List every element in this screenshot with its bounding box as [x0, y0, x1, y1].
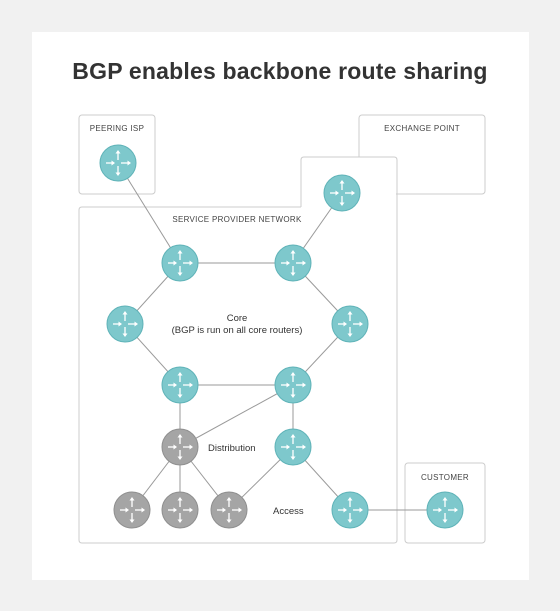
- distribution-label: Distribution: [208, 443, 256, 454]
- router-circle: [323, 174, 361, 212]
- router-circle: [161, 428, 199, 466]
- access-label: Access: [273, 506, 304, 517]
- router-circle: [161, 244, 199, 282]
- router-circle: [274, 428, 312, 466]
- router-circle: [99, 144, 137, 182]
- customer-box: [404, 462, 486, 544]
- router-arrows-icon: [168, 372, 193, 398]
- router-core-right: [331, 305, 369, 343]
- router-circle: [210, 491, 248, 529]
- router-access-gray-3: [210, 491, 248, 529]
- router-arrows-icon: [217, 497, 242, 523]
- exchange-router-tab: [300, 156, 398, 207]
- router-arrows-icon: [281, 250, 306, 276]
- router-customer: [426, 491, 464, 529]
- router-arrows-icon: [168, 497, 193, 523]
- router-arrows-icon: [330, 180, 355, 206]
- router-circle: [426, 491, 464, 529]
- router-arrows-icon: [338, 311, 363, 337]
- service-provider-box: [78, 206, 398, 544]
- router-arrows-icon: [281, 434, 306, 460]
- router-arrows-icon: [113, 311, 138, 337]
- router-access-teal: [331, 491, 369, 529]
- router-exchange: [323, 174, 361, 212]
- router-circle: [161, 491, 199, 529]
- router-access-gray-2: [161, 491, 199, 529]
- router-core-left: [106, 305, 144, 343]
- router-arrows-icon: [338, 497, 363, 523]
- exchange-point-label: EXCHANGE POINT: [384, 124, 460, 133]
- router-arrows-icon: [168, 434, 193, 460]
- diagram-title: BGP enables backbone route sharing: [72, 58, 488, 84]
- router-core-bottom-left: [161, 366, 199, 404]
- router-arrows-icon: [168, 250, 193, 276]
- router-core-bottom-right: [274, 366, 312, 404]
- router-core-top-left: [161, 244, 199, 282]
- router-circle: [106, 305, 144, 343]
- router-arrows-icon: [433, 497, 458, 523]
- service-provider-label: SERVICE PROVIDER NETWORK: [172, 215, 302, 224]
- router-core-top-right: [274, 244, 312, 282]
- peering-isp-label: PEERING ISP: [90, 124, 144, 133]
- router-arrows-icon: [281, 372, 306, 398]
- router-circle: [274, 244, 312, 282]
- core-label: Core: [227, 313, 248, 324]
- router-circle: [274, 366, 312, 404]
- router-circle: [331, 491, 369, 529]
- peering-isp-box: [78, 114, 156, 195]
- exchange-point-box: [358, 114, 486, 195]
- core-note-label: (BGP is run on all core routers): [172, 325, 303, 336]
- link-core-bottom-right-distribution-gray: [179, 384, 294, 448]
- router-circle: [161, 366, 199, 404]
- router-arrows-icon: [120, 497, 145, 523]
- routers-layer: [99, 144, 464, 529]
- router-circle: [113, 491, 151, 529]
- diagram-card: [32, 32, 529, 580]
- router-access-gray-1: [113, 491, 151, 529]
- customer-label: CUSTOMER: [421, 473, 469, 482]
- router-distribution-teal: [274, 428, 312, 466]
- router-distribution-gray: [161, 428, 199, 466]
- router-circle: [331, 305, 369, 343]
- router-arrows-icon: [106, 150, 131, 176]
- link-peering-core-top-left: [117, 162, 181, 264]
- router-peering: [99, 144, 137, 182]
